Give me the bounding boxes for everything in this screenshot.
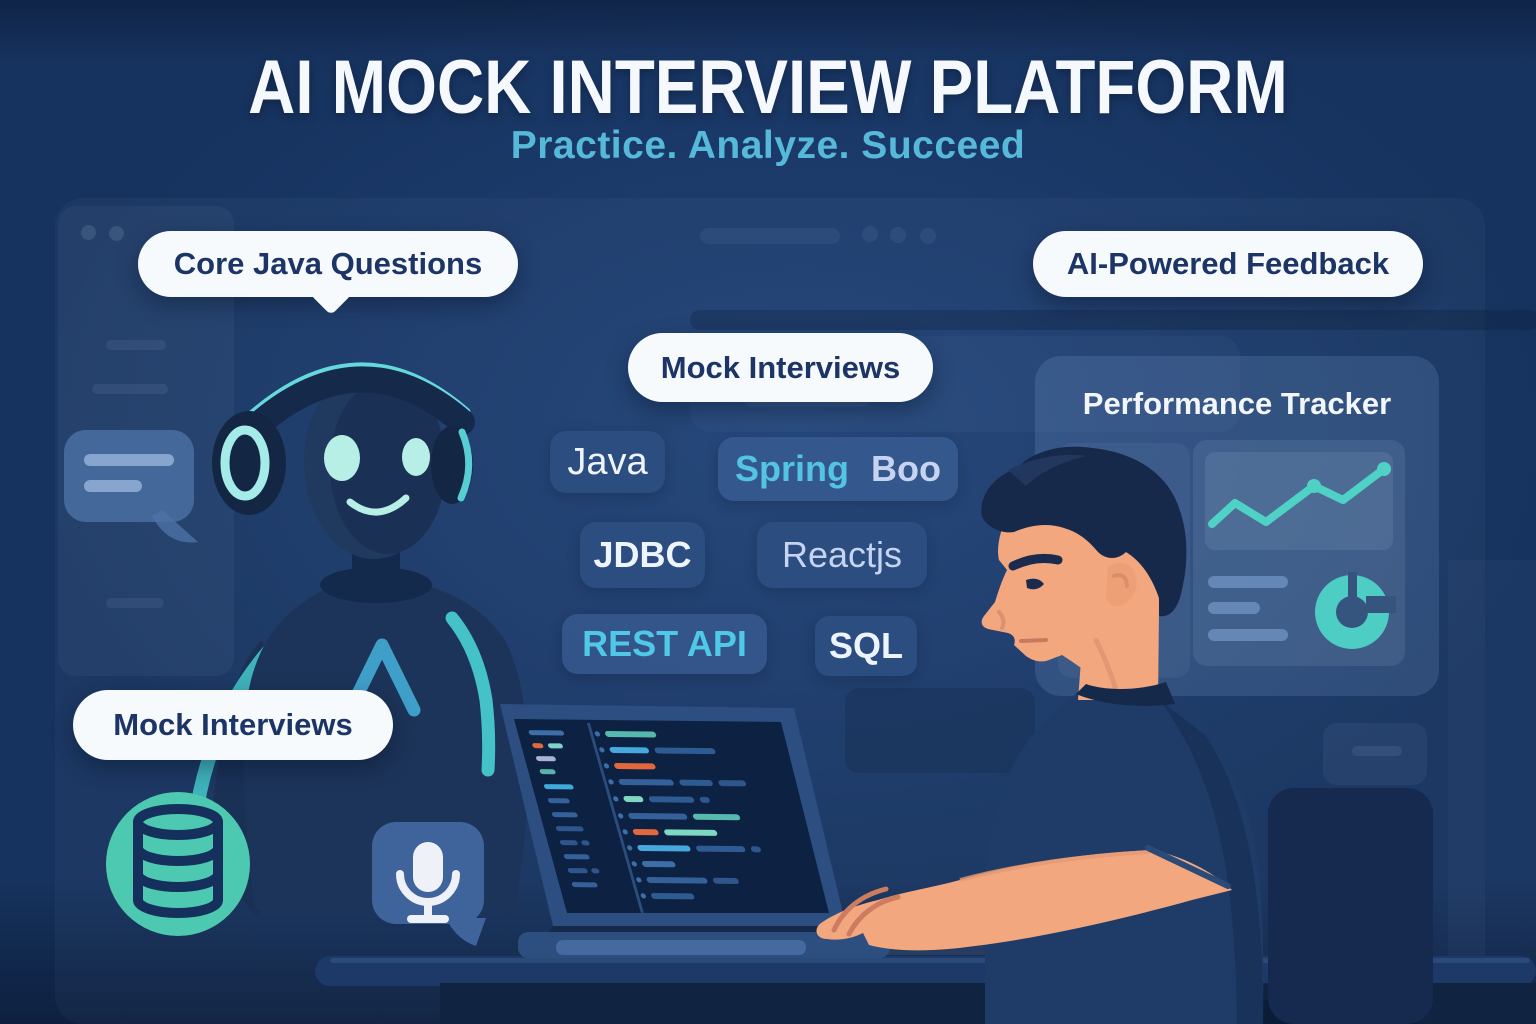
background-dot: [109, 226, 124, 241]
robot-smile: [346, 494, 410, 516]
chair: [1268, 788, 1433, 1024]
line-chart-icon: [1208, 462, 1391, 528]
robot-head: [304, 365, 446, 559]
tag-sql: SQL: [815, 616, 917, 676]
background-card: [1323, 723, 1427, 785]
chat-bubble-icon: [64, 430, 198, 543]
tag-jdbc: JDBC: [580, 522, 705, 588]
person-eye: [1026, 578, 1044, 590]
background-dot: [890, 227, 906, 243]
microphone-icon: [396, 842, 460, 923]
person-ear: [1106, 562, 1137, 606]
callout-core-java: Core Java Questions: [138, 231, 518, 316]
callout-mock-interviews-center-label: Mock Interviews: [660, 349, 901, 385]
background-bar: [700, 228, 840, 244]
robot-eye-left: [324, 435, 360, 481]
tag-reactjs: Reactjs: [757, 522, 927, 588]
tag-rest-api-label: REST API: [582, 623, 747, 664]
person-eyebrow: [1008, 554, 1063, 571]
tag-rest-api: REST API: [562, 614, 767, 674]
tag-jdbc-label: JDBC: [593, 534, 692, 575]
background-dot: [81, 225, 96, 240]
robot-headphones-icon: [212, 362, 475, 515]
code-lines-main: [594, 731, 761, 900]
background-band: [845, 688, 1035, 773]
background-dot: [920, 228, 936, 244]
background-band: [690, 310, 1536, 330]
donut-chart-icon: [1315, 572, 1396, 649]
person-collar: [1076, 682, 1175, 706]
database-icon: [106, 792, 250, 936]
callout-ai-feedback: AI-Powered Feedback: [1033, 231, 1423, 297]
page-subtitle: Practice. Analyze. Succeed: [510, 124, 1026, 167]
callout-mock-interviews-center: Mock Interviews: [628, 333, 933, 402]
tag-java-label: Java: [567, 440, 648, 483]
background-dot: [862, 226, 878, 242]
person-hair: [981, 446, 1187, 617]
background-bar: [106, 598, 164, 608]
tag-sql-label: SQL: [828, 625, 903, 666]
person-mouth: [1019, 638, 1048, 643]
performance-tracker-title: Performance Tracker: [1082, 386, 1392, 421]
robot-eye-right: [402, 438, 430, 476]
code-lines-sidebar: [528, 730, 600, 888]
microphone-bubble: [372, 822, 486, 946]
callout-mock-interviews-bottom-label: Mock Interviews: [113, 707, 353, 742]
tag-reactjs-label: Reactjs: [781, 534, 903, 575]
laptop-code-icon: [500, 704, 890, 958]
tag-java: Java: [550, 431, 665, 493]
background-bar: [106, 340, 166, 350]
tracker-stat-bars: [1208, 576, 1288, 641]
tag-spring-label: Spring: [735, 448, 849, 489]
person-hand: [816, 850, 1232, 951]
tag-spring-boot: Spring Boo: [718, 437, 958, 501]
page-title: AI MOCK INTERVIEW PLATFORM: [248, 45, 1288, 130]
background-bar: [1352, 746, 1402, 756]
callout-mock-interviews-bottom: Mock Interviews: [73, 690, 393, 760]
background-bar: [92, 384, 168, 394]
callout-ai-feedback-label: AI-Powered Feedback: [1066, 246, 1390, 281]
tag-boot-label: Boo: [871, 448, 941, 489]
person-arm: [816, 845, 1232, 951]
